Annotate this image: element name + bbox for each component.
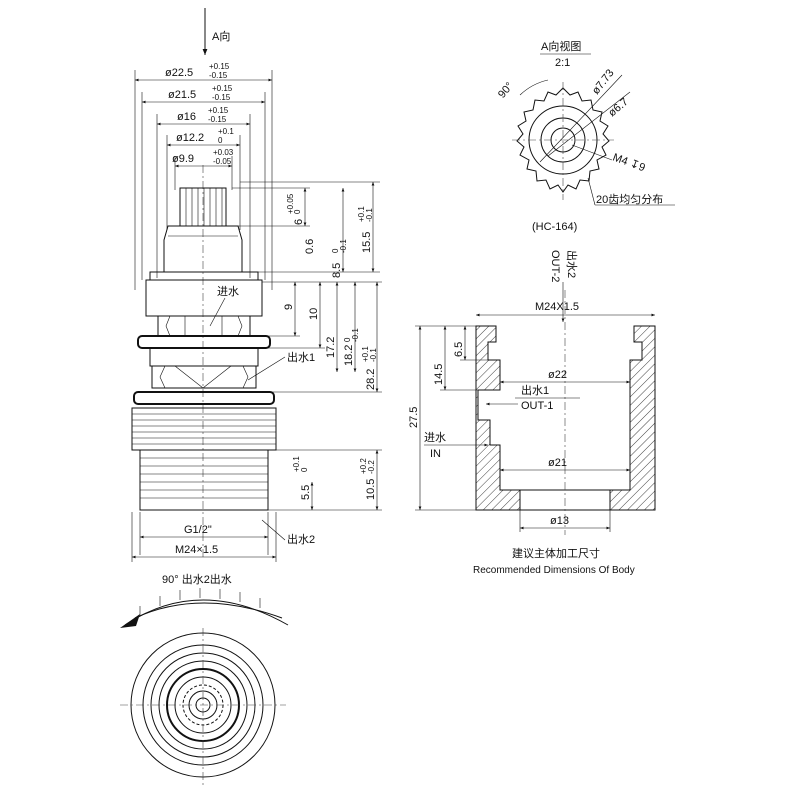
out1-label: 出水1	[521, 383, 549, 397]
body-section: 出水2 OUT-2 M24X1.5 27.5 14.5 6.5 ø22 出水1 …	[408, 250, 656, 576]
bottom-view	[120, 628, 286, 785]
a-view: A向视图 2:1 90° ø7.73 ø6.7 M4 ↧9 20齿均匀分布 (H…	[496, 39, 675, 233]
right-wall	[609, 325, 656, 511]
dim-8-5: 8.5	[331, 263, 343, 278]
svg-text:-0.2: -0.2	[367, 460, 376, 474]
svg-text:-0.15: -0.15	[209, 71, 228, 80]
body-caption-en: Recommended Dimensions Of Body	[473, 565, 635, 576]
dim-dia-7-73: ø7.73	[590, 67, 617, 97]
svg-text:-0.1: -0.1	[351, 328, 360, 342]
svg-text:-0.05: -0.05	[213, 157, 232, 166]
rotation-label: 90° 出水2出水	[162, 572, 232, 586]
right-vertical-dims: 6 +0.05 0 0.6 8.5 0 -0.1 15.5 +0.1 -0.1 …	[232, 181, 382, 511]
dim-dia-21-5: ø21.5	[168, 89, 196, 101]
thread-m-label: M24×1.5	[175, 544, 218, 556]
svg-text:0: 0	[331, 248, 340, 253]
svg-text:+0.1: +0.1	[357, 206, 366, 222]
a-direction-label: A向	[212, 29, 230, 43]
outlet2-label: 出水2	[287, 532, 315, 546]
dim-10: 10	[308, 308, 320, 320]
dim-0-6: 0.6	[304, 239, 316, 254]
dim-dia-22: ø22	[548, 369, 567, 381]
dim-dia-21: ø21	[548, 457, 567, 469]
dim-5-5: 5.5	[300, 485, 312, 500]
a-view-angle: 90°	[496, 80, 516, 100]
dim-dia-9-9: ø9.9	[172, 153, 194, 165]
dim-14-5: 14.5	[433, 364, 445, 385]
svg-text:+0.1: +0.1	[218, 127, 234, 136]
svg-text:-0.15: -0.15	[212, 93, 231, 102]
inlet-en-label: IN	[430, 448, 441, 460]
out2-en-label: OUT-2	[549, 250, 561, 282]
svg-text:0: 0	[293, 209, 302, 214]
side-callouts: 进水 出水1 出水2 G1/2" M24×1.5	[131, 285, 315, 562]
dim-dia-6-7: ø6.7	[606, 96, 631, 119]
dim-27-5: 27.5	[408, 407, 420, 428]
cartridge-body	[131, 187, 277, 511]
dim-6-5: 6.5	[453, 342, 465, 357]
gear-teeth	[516, 87, 610, 193]
dim-dia-22-5: ø22.5	[165, 67, 193, 79]
svg-text:0: 0	[218, 136, 223, 145]
dim-6: 6	[293, 219, 305, 225]
side-view: A向 ø22.5 +0.15 -0.15 ø21.5 +0.15 -0.15 ø…	[131, 8, 382, 562]
teeth-note: 20齿均匀分布	[596, 193, 663, 206]
dim-17-2: 17.2	[325, 337, 337, 358]
dim-15-5: 15.5	[361, 232, 373, 253]
out1-en-label: OUT-1	[521, 400, 553, 412]
svg-text:+0.1: +0.1	[361, 346, 370, 362]
dim-9: 9	[283, 304, 295, 310]
part-number: (HC-164)	[532, 221, 577, 233]
body-thread: M24X1.5	[535, 301, 579, 313]
a-view-scale: 2:1	[555, 57, 570, 69]
svg-text:0: 0	[343, 337, 352, 342]
thread-m4: M4 ↧9	[611, 152, 647, 175]
svg-text:-0.15: -0.15	[208, 115, 227, 124]
dim-dia-12-2: ø12.2	[176, 132, 204, 144]
svg-text:0: 0	[300, 467, 309, 472]
svg-text:+0.15: +0.15	[208, 106, 229, 115]
outlet1-label: 出水1	[287, 350, 315, 364]
top-diameter-dims: ø22.5 +0.15 -0.15 ø21.5 +0.15 -0.15 ø16 …	[134, 62, 273, 290]
svg-text:-0.1: -0.1	[365, 208, 374, 222]
svg-text:+0.1: +0.1	[292, 456, 301, 472]
dim-dia-16: ø16	[177, 111, 196, 123]
body-caption-cn: 建议主体加工尺寸	[512, 546, 600, 560]
rotation-indicator: 90° 出水2出水	[120, 572, 289, 628]
svg-text:+0.2: +0.2	[359, 458, 368, 474]
dim-18-2: 18.2	[343, 345, 355, 366]
svg-text:+0.03: +0.03	[213, 148, 234, 157]
svg-text:-0.1: -0.1	[369, 348, 378, 362]
inlet-label-body: 进水	[424, 431, 446, 444]
dim-dia-13: ø13	[550, 515, 569, 527]
svg-text:+0.05: +0.05	[286, 193, 295, 214]
thread-g-label: G1/2"	[184, 524, 212, 536]
left-wall	[475, 325, 521, 511]
svg-text:-0.1: -0.1	[339, 239, 348, 253]
a-view-title: A向视图	[541, 39, 581, 53]
out2-label: 出水2	[565, 250, 579, 278]
dim-28-2: 28.2	[365, 369, 377, 390]
dim-10-5: 10.5	[365, 479, 377, 500]
svg-text:+0.15: +0.15	[209, 62, 230, 71]
inlet-label: 进水	[217, 285, 239, 298]
svg-text:+0.15: +0.15	[212, 84, 233, 93]
